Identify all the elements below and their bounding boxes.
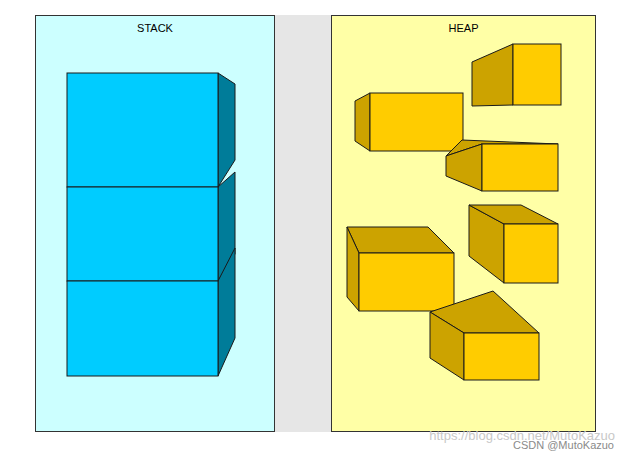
heap-panel: HEAP — [331, 15, 596, 432]
background-band — [35, 15, 596, 432]
author-watermark: CSDN @MutoKazuo — [513, 439, 614, 451]
stack-blocks — [67, 73, 235, 376]
panel-title: HEAP — [332, 22, 595, 34]
stack-panel: STACK — [35, 15, 275, 432]
heap-panel-fill — [331, 15, 596, 432]
panel-title: STACK — [36, 22, 274, 34]
heap-objects — [347, 44, 561, 380]
stack-panel-fill — [35, 15, 275, 432]
